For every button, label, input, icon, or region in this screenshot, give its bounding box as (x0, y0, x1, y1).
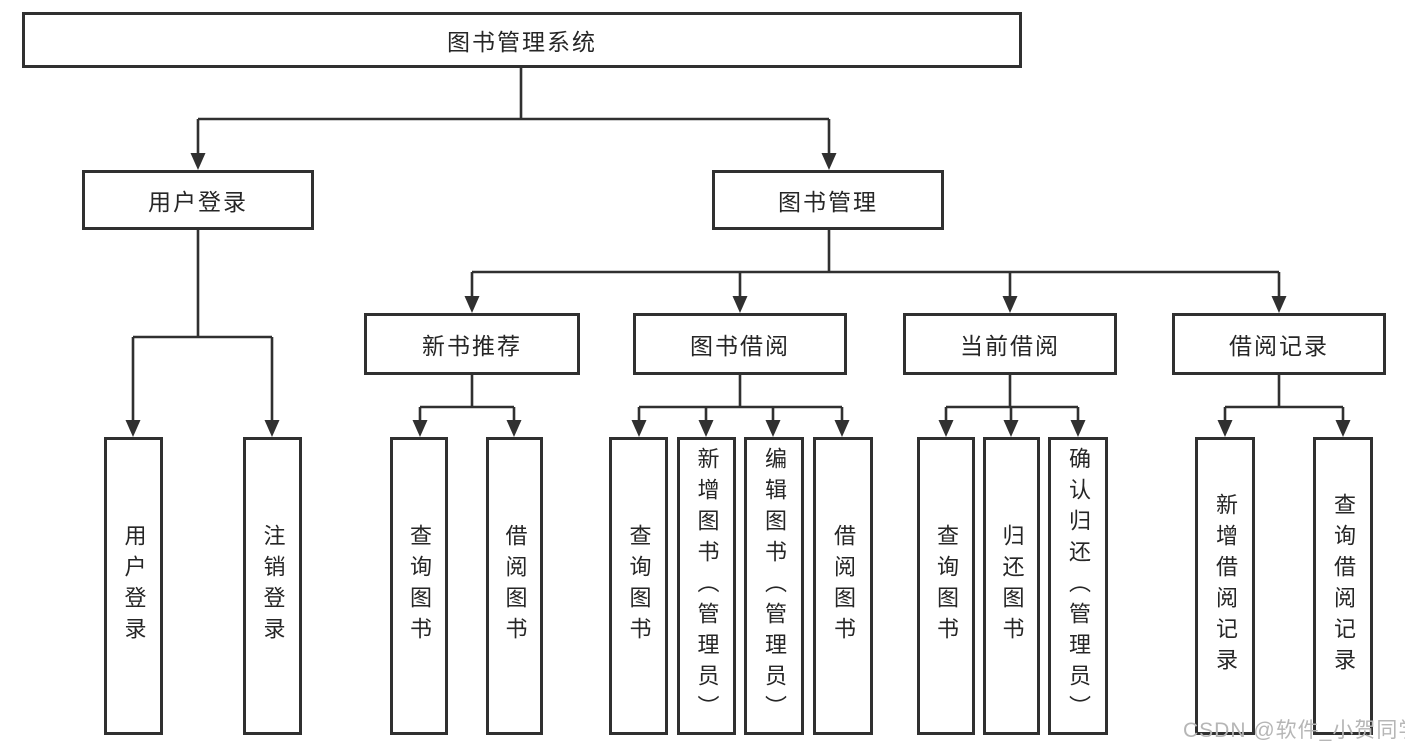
leaf-user-login: 用户登录 (104, 437, 163, 735)
node-current-borrowing: 当前借阅 (903, 313, 1117, 375)
leaf-confirm-return-admin-label: 确认归还（管理员） (1066, 446, 1091, 726)
leaf-return-books: 归还图书 (983, 437, 1040, 735)
leaf-borrow-books-2-label: 借阅图书 (831, 524, 856, 648)
node-book-management: 图书管理 (712, 170, 944, 230)
leaf-query-books-2-label: 查询图书 (626, 524, 652, 648)
node-user-login-branch: 用户登录 (82, 170, 314, 230)
leaf-borrow-books-1: 借阅图书 (486, 437, 543, 735)
leaf-query-borrow-record: 查询借阅记录 (1313, 437, 1373, 735)
leaf-query-books-1-label: 查询图书 (407, 524, 432, 648)
leaf-add-books-admin-label: 新增图书（管理员） (694, 446, 720, 726)
leaf-user-login-label: 用户登录 (121, 524, 147, 648)
leaf-confirm-return-admin: 确认归还（管理员） (1048, 437, 1108, 735)
leaf-query-books-3-label: 查询图书 (934, 524, 959, 648)
node-new-book-recommend: 新书推荐 (364, 313, 580, 375)
leaf-query-books-3: 查询图书 (917, 437, 975, 735)
node-root: 图书管理系统 (22, 12, 1022, 68)
leaf-edit-books-admin-label: 编辑图书（管理员） (762, 446, 787, 726)
leaf-return-books-label: 归还图书 (999, 524, 1025, 648)
leaf-borrow-books-1-label: 借阅图书 (502, 524, 528, 648)
leaf-add-borrow-record-label: 新增借阅记录 (1213, 493, 1238, 679)
leaf-query-books-1: 查询图书 (390, 437, 448, 735)
leaf-edit-books-admin: 编辑图书（管理员） (744, 437, 804, 735)
watermark: CSDN @软件_小贺同学 (1183, 719, 1405, 742)
node-borrowing-records: 借阅记录 (1172, 313, 1386, 375)
leaf-query-books-2: 查询图书 (609, 437, 668, 735)
leaf-borrow-books-2: 借阅图书 (813, 437, 873, 735)
leaf-query-borrow-record-label: 查询借阅记录 (1331, 493, 1356, 679)
node-book-borrowing: 图书借阅 (633, 313, 847, 375)
leaf-add-borrow-record: 新增借阅记录 (1195, 437, 1255, 735)
leaf-logout-label: 注销登录 (260, 524, 286, 648)
leaf-logout: 注销登录 (243, 437, 302, 735)
leaf-add-books-admin: 新增图书（管理员） (677, 437, 736, 735)
